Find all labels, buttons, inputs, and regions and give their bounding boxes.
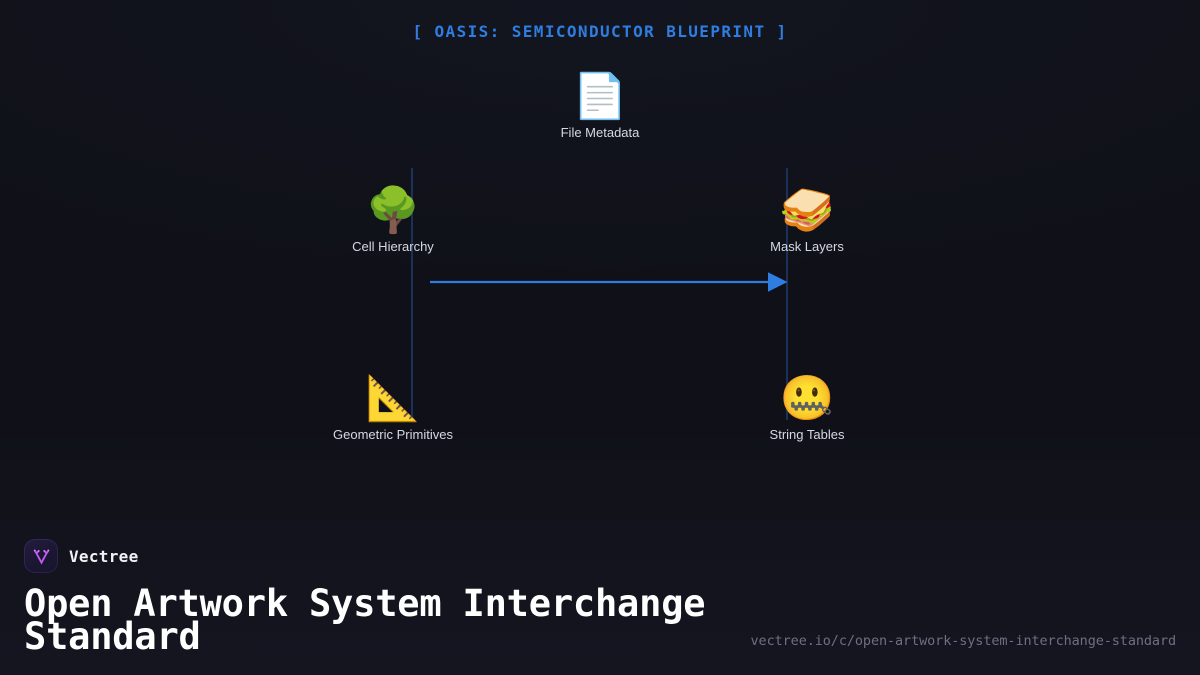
diagram-node-mask-layers[interactable]: 🥪 Mask Layers <box>707 186 907 256</box>
diagram-node-label: Geometric Primitives <box>333 427 453 442</box>
page-title: Open Artwork System Interchange Standard <box>24 582 706 658</box>
sandwich-icon: 🥪 <box>779 185 835 236</box>
brand-name: Vectree <box>69 546 139 566</box>
diagram-edge-layer <box>411 168 788 420</box>
footer: Vectree Open Artwork System Interchange … <box>0 539 1200 675</box>
diagram-title: [ OASIS: SEMICONDUCTOR BLUEPRINT ] <box>412 22 788 41</box>
diagram-canvas: 📄 File Metadata 🌳 Cell Hierarchy 🥪 Mask … <box>293 72 907 444</box>
diagram-node-label: Cell Hierarchy <box>352 239 434 254</box>
page-facing-up-icon: 📄 <box>572 71 628 122</box>
diagram-node-file-metadata[interactable]: 📄 File Metadata <box>500 72 700 142</box>
vectree-logo-icon <box>24 539 58 573</box>
deciduous-tree-icon: 🌳 <box>365 185 421 236</box>
diagram-node-string-tables[interactable]: 🤐 String Tables <box>707 374 907 444</box>
zipper-mouth-face-icon: 🤐 <box>779 373 835 424</box>
diagram-node-geometric-primitives[interactable]: 📐 Geometric Primitives <box>293 374 493 444</box>
diagram-node-label: File Metadata <box>560 125 640 140</box>
source-url: vectree.io/c/open-artwork-system-interch… <box>750 633 1177 649</box>
diagram-node-label: Mask Layers <box>770 239 844 254</box>
diagram-node-cell-hierarchy[interactable]: 🌳 Cell Hierarchy <box>293 186 493 256</box>
brand-row[interactable]: Vectree <box>24 539 1176 573</box>
diagram-node-label: String Tables <box>769 427 845 442</box>
triangular-ruler-icon: 📐 <box>365 373 421 424</box>
